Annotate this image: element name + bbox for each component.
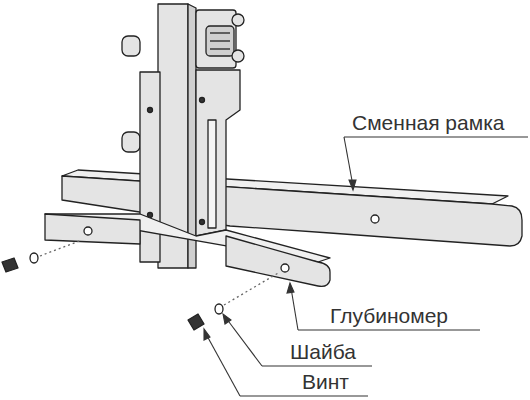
clamp-knob bbox=[206, 26, 234, 56]
main-ruler-side bbox=[188, 4, 196, 268]
screw-bottom bbox=[188, 272, 280, 330]
arrowhead bbox=[349, 180, 356, 190]
arrowhead bbox=[223, 314, 231, 324]
roller bbox=[122, 132, 140, 152]
arrowhead bbox=[287, 283, 294, 293]
part-label: Сменная рамка bbox=[352, 111, 505, 135]
part-label: Шайба bbox=[290, 340, 356, 364]
label-underline bbox=[262, 365, 372, 366]
leader-line bbox=[344, 137, 353, 186]
depth-gauge-foot-right bbox=[226, 236, 330, 286]
label-underline bbox=[344, 136, 528, 137]
depth-gauge-foot-left bbox=[45, 214, 140, 244]
frame-hole bbox=[371, 215, 379, 223]
gauge-screw bbox=[200, 98, 205, 103]
part-label: Винт bbox=[302, 370, 349, 394]
roller bbox=[232, 14, 244, 26]
leader-line bbox=[206, 334, 240, 396]
roller bbox=[232, 50, 244, 62]
arrowhead bbox=[204, 329, 210, 340]
slider-screw bbox=[148, 108, 153, 113]
label-underline bbox=[240, 395, 368, 396]
gauge-hole bbox=[281, 264, 289, 272]
part-label: Глубиномер bbox=[330, 304, 448, 328]
clamp-block bbox=[196, 10, 236, 68]
depth-gauge-column bbox=[196, 70, 240, 236]
screw-left bbox=[2, 240, 82, 272]
leader-line bbox=[291, 288, 298, 330]
roller bbox=[122, 36, 140, 56]
gauge-hole bbox=[84, 227, 92, 235]
leader-line bbox=[226, 318, 262, 366]
label-underline bbox=[298, 329, 480, 330]
vernier-scale bbox=[208, 120, 216, 228]
gauge-screw bbox=[200, 220, 205, 225]
